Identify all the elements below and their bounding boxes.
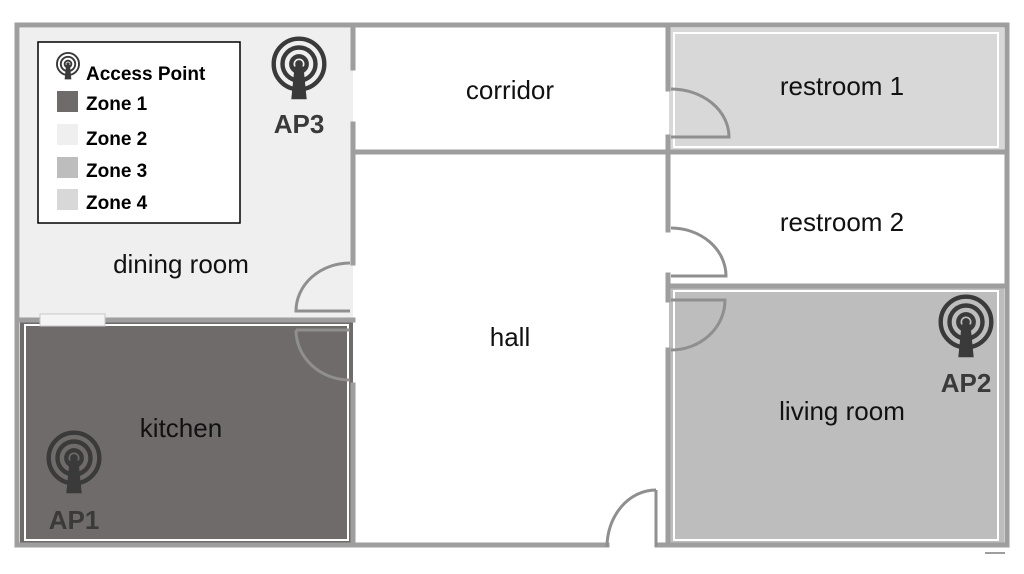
legend-access-point-label: Access Point [86,64,206,85]
ap3-marker[interactable]: AP3 [271,36,327,139]
living-room-inner-border [673,290,999,541]
legend-swatch-zone1 [57,91,78,112]
corridor-area [353,28,669,152]
ap2-marker[interactable]: AP2 [938,294,994,398]
door-living-room[interactable] [670,298,727,352]
access-point-icon [938,294,994,358]
hall-area [353,152,669,545]
room-label-hall: hall [490,322,530,352]
legend-swatch-zone3 [57,157,78,178]
ap3-label: AP3 [274,109,325,139]
room-label-kitchen: kitchen [140,413,222,443]
ap1-label: AP1 [49,505,100,535]
ap1-marker[interactable]: AP1 [46,430,102,535]
room-label-restroom2: restroom 2 [780,207,904,237]
access-point-icon [46,430,102,494]
ap2-label: AP2 [941,368,992,398]
door-restroom1[interactable] [670,87,731,139]
room-label-dining-room: dining room [113,249,249,279]
access-point-icon [55,51,81,80]
access-point-icon [271,36,327,100]
room-label-living-room: living room [779,396,905,426]
room-label-corridor: corridor [466,75,554,105]
room-label-restroom1: restroom 1 [780,71,904,101]
legend: Access Point Zone 1 Zone 2 Zone 3 Zone 4 [37,41,241,224]
door-dining-room[interactable] [294,261,351,313]
kitchen-inner-border [24,324,349,541]
door-main-entrance[interactable] [605,488,658,548]
restroom1-area [669,28,1004,152]
door-restroom2[interactable] [670,226,728,278]
legend-zone1-label: Zone 1 [86,94,148,115]
legend-zone2-label: Zone 2 [86,129,147,150]
door-kitchen[interactable] [294,328,351,382]
legend-swatch-zone2 [57,124,78,145]
legend-zone4-label: Zone 4 [86,193,148,214]
dining-kitchen-opening [39,313,106,327]
legend-zone3-label: Zone 3 [86,161,147,182]
living-room-area [669,286,1004,545]
legend-swatch-zone4 [57,189,78,210]
